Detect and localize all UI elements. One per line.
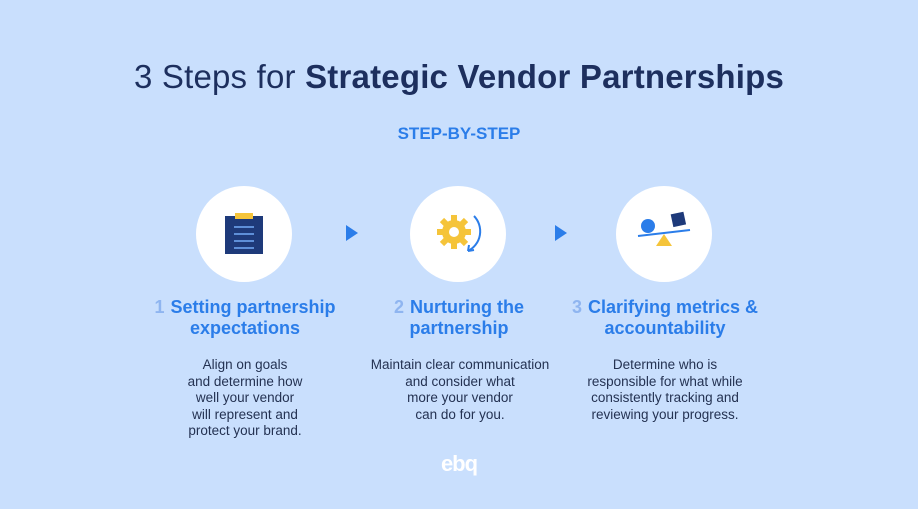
page-title: 3 Steps for Strategic Vendor Partnership… (133, 58, 785, 95)
step-3-icon-circle (616, 186, 712, 282)
clipboard-icon (225, 213, 263, 254)
step-3-description: Determine who is responsible for what wh… (587, 357, 743, 422)
step-2-description: Maintain clear communication and conside… (370, 357, 550, 422)
ebq-logo: ebq (440, 451, 478, 476)
step-2-icon-circle (410, 186, 506, 282)
subtitle: STEP-BY-STEP (397, 124, 521, 143)
balance-scale-icon (637, 211, 691, 246)
arrow-1-icon (346, 225, 358, 241)
arrow-2-icon (555, 225, 567, 241)
step-1-description: Align on goals and determine how well yo… (187, 357, 303, 438)
step-1-icon-circle (196, 186, 292, 282)
gear-cycle-icon (437, 215, 482, 252)
